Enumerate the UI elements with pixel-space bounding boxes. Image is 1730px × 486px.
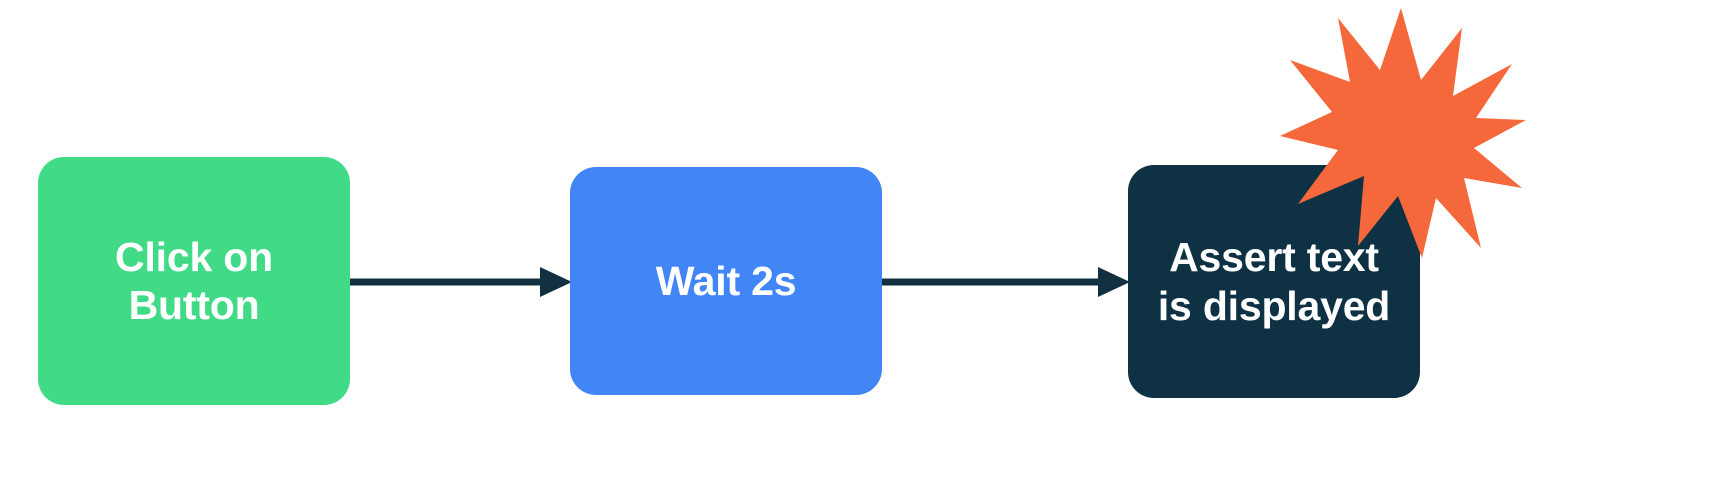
connector-arrow-wait-to-assert xyxy=(882,267,1130,297)
flow-node-label: Click on Button xyxy=(115,233,273,328)
flow-node-label: Wait 2s xyxy=(655,257,797,304)
arrowhead-icon xyxy=(1098,267,1130,297)
flow-node-click-on-button[interactable]: Click on Button xyxy=(38,157,350,405)
connector-arrow-click-to-wait xyxy=(350,267,572,297)
flow-node-wait-2s[interactable]: Wait 2s xyxy=(570,167,882,395)
arrowhead-icon xyxy=(540,267,572,297)
flow-node-assert-text-is-displayed[interactable]: Assert text is displayed xyxy=(1128,165,1420,398)
flow-node-label: Assert text is displayed xyxy=(1157,234,1391,329)
